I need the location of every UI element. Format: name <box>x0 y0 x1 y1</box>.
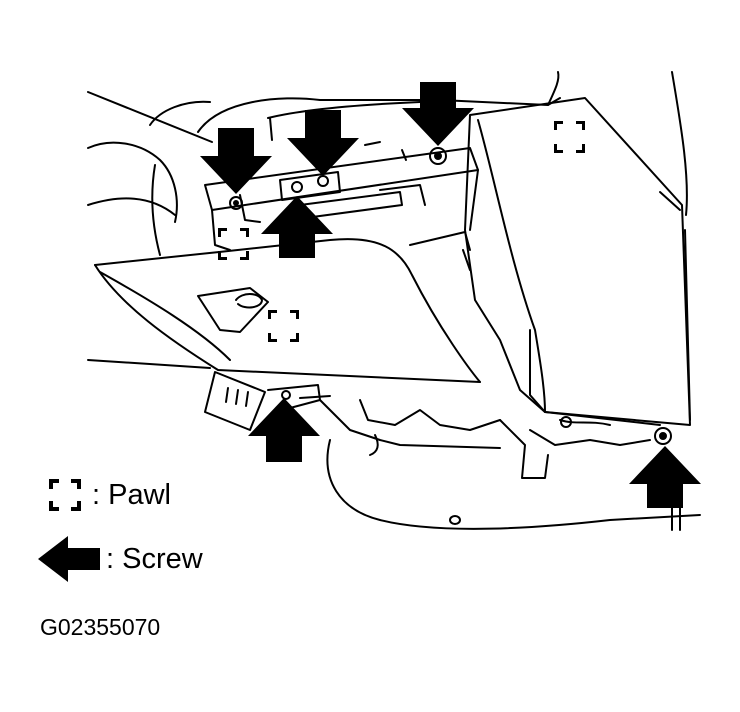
legend-screw: : Screw <box>38 536 203 582</box>
dashboard-outline <box>87 71 701 531</box>
up-arrow-icon <box>261 196 333 258</box>
up-arrow-icon <box>248 398 320 462</box>
glove-box-body <box>464 97 691 426</box>
mounting-bracket <box>204 101 479 251</box>
legend-screw-label: : Screw <box>106 542 203 575</box>
left-arrow-icon <box>38 536 100 582</box>
pawl-icon <box>218 228 249 260</box>
pawl-icon <box>554 121 585 153</box>
down-arrow-icon <box>287 110 359 176</box>
legend-pawl-label: : Pawl <box>92 478 171 511</box>
screw-arrows <box>200 82 701 508</box>
figure-code: G02355070 <box>40 614 161 640</box>
up-arrow-icon <box>629 446 701 508</box>
glove-box-door <box>94 231 481 383</box>
down-arrow-icon <box>402 82 474 146</box>
pawl-markers <box>218 121 585 342</box>
down-arrow-icon <box>200 128 272 194</box>
legend-pawl: : Pawl <box>48 478 171 512</box>
pawl-icon <box>268 310 299 342</box>
lower-mechanism <box>204 371 672 525</box>
pawl-bracket-icon <box>49 479 81 511</box>
